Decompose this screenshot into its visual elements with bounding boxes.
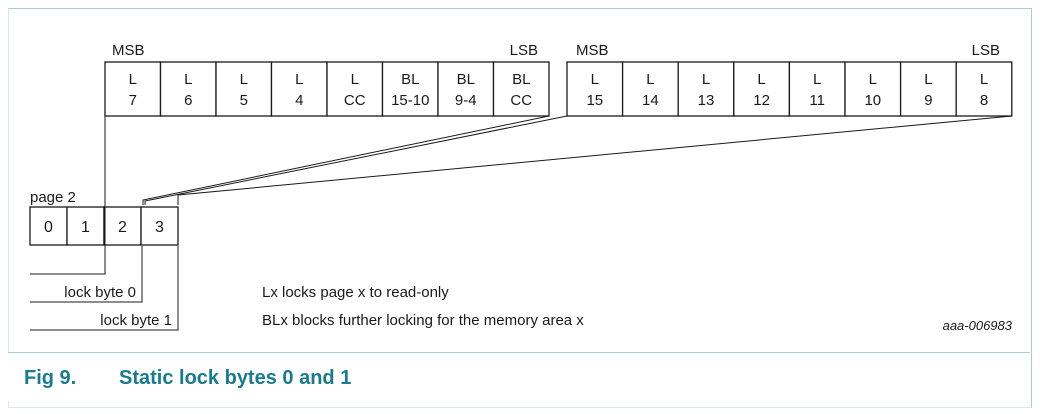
note-blx: BLx blocks further locking for the memor…: [262, 312, 584, 329]
byte1-cell-bottom-label: 14: [642, 92, 659, 109]
byte1-cell-top-label: L: [591, 71, 599, 88]
byte1-cell: [733, 61, 791, 117]
page-cell: [140, 206, 179, 246]
byte1-msb-label: MSB: [576, 42, 609, 59]
page-cell: [66, 206, 105, 246]
page-cell: [103, 206, 142, 246]
byte0-cell-top-label: L: [351, 71, 359, 88]
lock-byte-1-register: L 15 L 14 L 13 L 12 L 11 L 10 L 9 L 8: [566, 61, 1013, 117]
lock-byte-1-bracket: [30, 246, 179, 331]
byte0-cell: [215, 61, 273, 117]
page-label: page 2: [30, 189, 76, 206]
byte0-cell-top-label: L: [295, 71, 303, 88]
byte1-cell: [955, 61, 1013, 117]
byte0-cell-bottom-label: CC: [344, 92, 366, 109]
byte0-cell-top-label: BL: [512, 71, 530, 88]
byte0-right-connector: [142, 115, 550, 205]
byte0-cell-top-label: BL: [401, 71, 419, 88]
lock-byte-0-label: lock byte 0: [64, 284, 136, 301]
byte0-cell: [381, 61, 439, 117]
byte0-cell-bottom-label: 15-10: [391, 92, 429, 109]
byte0-cell-bottom-label: 9-4: [455, 92, 477, 109]
byte1-lsb-label: LSB: [972, 42, 1000, 59]
connector-lines: [30, 115, 1013, 331]
lock-byte-0-bracket: [30, 246, 143, 303]
byte0-cell-top-label: L: [184, 71, 192, 88]
byte1-cell-bottom-label: 8: [980, 92, 988, 109]
byte1-cell-bottom-label: 10: [864, 92, 881, 109]
lock-byte-0-register: L 7 L 6 L 5 L 4 L CC BL 15-10 BL 9-4 BL CC: [104, 61, 550, 117]
byte0-cell-bottom-label: 6: [184, 92, 192, 109]
byte1-cell-bottom-label: 11: [809, 92, 825, 109]
byte1-cell-bottom-label: 15: [586, 92, 603, 109]
byte1-left-connector: [144, 115, 568, 205]
byte0-cell: [159, 61, 217, 117]
byte1-cell-top-label: L: [924, 71, 932, 88]
byte1-cell-top-label: L: [757, 71, 765, 88]
byte1-cell-bottom-label: 13: [698, 92, 715, 109]
byte0-cell-top-label: BL: [457, 71, 475, 88]
byte1-cell-top-label: L: [869, 71, 877, 88]
byte1-cell-top-label: L: [813, 71, 821, 88]
byte0-cell: [437, 61, 495, 117]
page-cell-label: 1: [81, 219, 90, 236]
caption-bar: [8, 352, 1030, 401]
byte0-cell-top-label: L: [240, 71, 248, 88]
caption-title: Static lock bytes 0 and 1: [119, 367, 352, 389]
byte0-cell: [326, 61, 384, 117]
note-lx: Lx locks page x to read-only: [262, 284, 449, 301]
page-cell: [29, 206, 68, 246]
byte1-cell-top-label: L: [980, 71, 988, 88]
byte0-msb-label: MSB: [112, 42, 145, 59]
byte1-cell-bottom-label: 9: [924, 92, 932, 109]
byte0-cell-bottom-label: 4: [295, 92, 303, 109]
byte1-cell-top-label: L: [646, 71, 654, 88]
page-cell-label: 3: [155, 219, 164, 236]
byte0-cell-bottom-label: 5: [240, 92, 248, 109]
page-cell-label: 0: [44, 219, 53, 236]
byte1-cell: [899, 61, 957, 117]
byte1-cell: [621, 61, 679, 117]
byte0-cell-top-label: L: [129, 71, 137, 88]
byte0-cell: [492, 61, 550, 117]
byte1-cell-bottom-label: 12: [753, 92, 770, 109]
byte0-cell: [270, 61, 328, 117]
byte0-lsb-label: LSB: [510, 42, 538, 59]
page-2-row: 0 1 2 3: [29, 206, 179, 246]
byte1-cell-top-label: L: [702, 71, 710, 88]
byte1-cell: [844, 61, 902, 117]
lock-byte-1-label: lock byte 1: [100, 312, 172, 329]
byte1-right-connector: [177, 115, 1013, 205]
caption-number: Fig 9.: [24, 367, 77, 389]
byte0-cell-bottom-label: 7: [129, 92, 137, 109]
page-cell-label: 2: [118, 219, 127, 236]
byte0-left-connector: [30, 116, 106, 275]
byte1-cell: [677, 61, 735, 117]
figure-id: aaa-006983: [943, 318, 1013, 333]
byte0-cell-bottom-label: CC: [510, 92, 532, 109]
